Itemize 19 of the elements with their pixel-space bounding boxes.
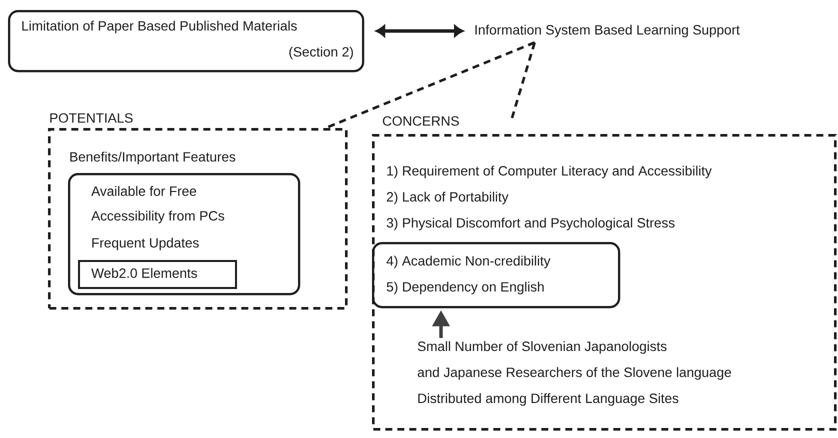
list-item: 2) Lack of Portability — [386, 192, 508, 204]
list-item: 3) Physical Discomfort and Psychological Stress — [386, 218, 675, 230]
heading: CONCERNS — [382, 116, 459, 126]
subheading: Benefits/Important Features — [70, 152, 236, 164]
text-label: Information System Based Learning Support — [475, 24, 740, 38]
heading: POTENTIALS — [50, 113, 133, 123]
list-item: 4) Academic Non-credibility — [386, 256, 550, 268]
box-text: (Section 2) — [289, 46, 353, 60]
box-text: Limitation of Paper Based Published Materials — [22, 20, 297, 34]
double-arrow — [376, 25, 464, 37]
list-item: Frequent Updates — [92, 238, 199, 250]
dashed-line — [510, 42, 536, 118]
list-item: 5) Dependency on English — [386, 282, 544, 294]
dashed-line — [325, 41, 536, 130]
list-item: Web2.0 Elements — [91, 268, 197, 278]
text-label: Small Number of Slovenian Japanologists and Japanese Researchers of the Slovene language Distributed among Different Language Sites — [418, 341, 731, 406]
list-item: Available for Free — [91, 186, 196, 196]
list-item: 1) Requirement of Computer Literacy and Accessibility — [387, 166, 712, 178]
list-item: Accessibility from PCs — [91, 210, 224, 224]
